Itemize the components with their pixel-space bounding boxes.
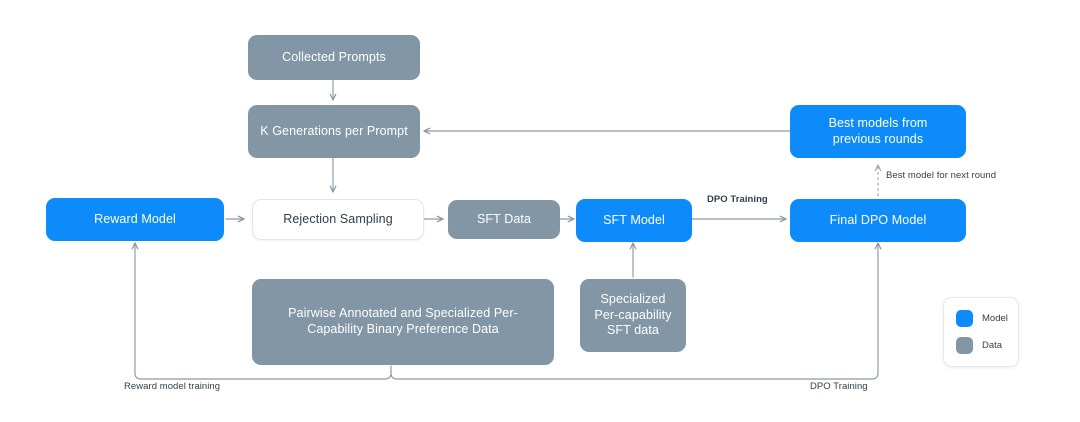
node-label: Rejection Sampling [283,211,393,226]
node-reward-model[interactable]: Reward Model [46,198,224,241]
node-label: Reward Model [94,211,176,226]
edge-label-reward-model-training: Reward model training [124,381,221,392]
legend-swatch-data-icon [956,337,973,354]
legend-swatch-model-icon [956,310,973,327]
legend: Model Data [943,297,1019,367]
node-rejection-sampling[interactable]: Rejection Sampling [252,199,424,240]
node-label: Specialized Per-capability SFT data [594,292,672,338]
edge-label-dpo-training-bottom: DPO Training [810,381,868,392]
node-label: Final DPO Model [829,212,927,227]
node-label: Best models from previous rounds [828,115,928,146]
legend-item-data: Data [956,337,1006,354]
legend-label: Model [982,313,1008,324]
node-label: SFT Model [603,212,665,227]
node-sft-model[interactable]: SFT Model [576,199,692,242]
node-collected-prompts[interactable]: Collected Prompts [248,35,420,80]
legend-label: Data [982,340,1003,351]
edge-label-best-model-next-round: Best model for next round [886,170,997,181]
node-label: Collected Prompts [282,49,386,64]
node-sft-data[interactable]: SFT Data [448,200,560,239]
node-label: SFT Data [476,211,532,226]
node-final-dpo-model[interactable]: Final DPO Model [790,199,966,242]
node-label: Pairwise Annotated and Specialized Per-C… [288,306,518,336]
node-label: K Generations per Prompt [260,123,408,138]
edge-label-dpo-training-top: DPO Training [707,194,768,205]
node-best-models-previous-rounds[interactable]: Best models from previous rounds [790,105,966,158]
node-k-generations-per-prompt[interactable]: K Generations per Prompt [248,105,420,158]
legend-item-model: Model [956,310,1008,327]
node-specialized-sft-data[interactable]: Specialized Per-capability SFT data [580,279,686,352]
node-pairwise-preference-data[interactable]: Pairwise Annotated and Specialized Per-C… [252,279,554,365]
